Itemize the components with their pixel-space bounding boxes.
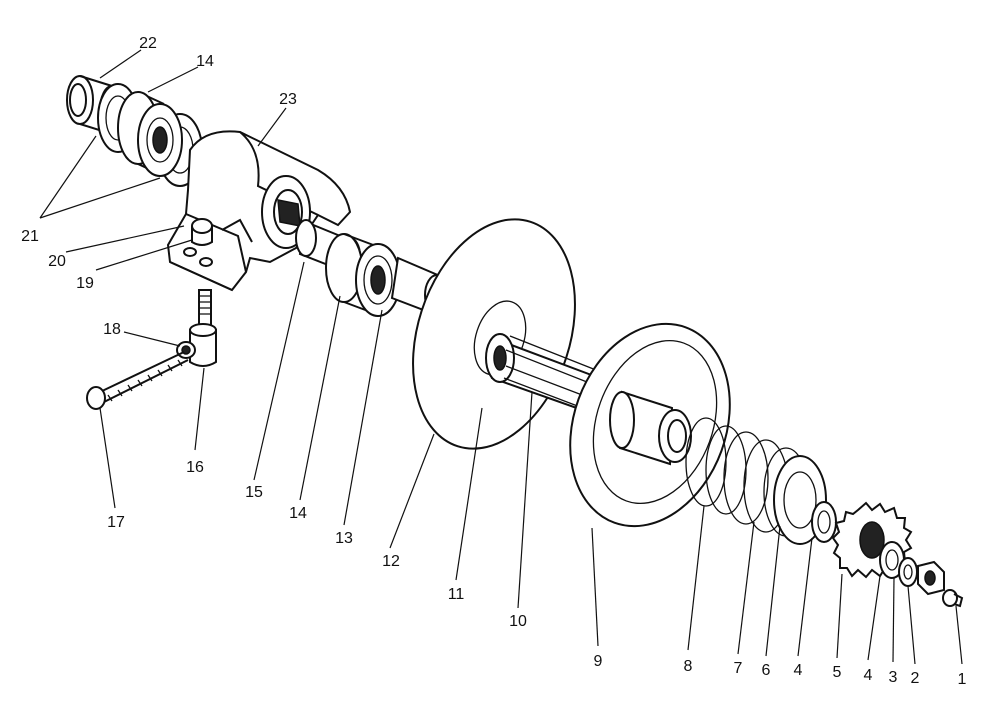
label-23: 23	[279, 91, 297, 108]
part-6-washer	[811, 501, 837, 543]
leader-lines	[39, 49, 963, 665]
label-13: 13	[335, 530, 353, 547]
label-20: 20	[48, 253, 66, 270]
part-18-nut	[176, 341, 196, 359]
label-6: 6	[762, 662, 771, 679]
label-5: 5	[833, 664, 842, 681]
part-9-movable-sheave	[569, 322, 731, 528]
label-2: 2	[911, 670, 920, 687]
label-1: 1	[958, 671, 967, 688]
part-14-bearing-top	[117, 91, 183, 177]
label-19: 19	[76, 275, 94, 292]
label-17: 17	[107, 514, 125, 531]
label-14-top: 14	[196, 53, 214, 70]
label-10: 10	[509, 613, 527, 630]
label-22: 22	[139, 35, 157, 52]
part-1-cap-screw	[942, 589, 964, 608]
part-16-pin	[189, 289, 217, 367]
part-14-bearing-bottom	[325, 233, 401, 317]
part-17-bolt	[86, 351, 189, 410]
label-8: 8	[684, 658, 693, 675]
label-12: 12	[382, 553, 400, 570]
label-3: 3	[889, 669, 898, 686]
label-11: 11	[448, 586, 465, 603]
label-14-bottom: 14	[289, 505, 307, 522]
label-4-b: 4	[864, 667, 873, 684]
label-15: 15	[245, 484, 263, 501]
part-3-washer	[898, 557, 918, 587]
label-21: 21	[21, 228, 39, 245]
label-7: 7	[734, 660, 743, 677]
label-4-a: 4	[794, 662, 803, 679]
part-23-housing	[166, 130, 352, 292]
part-2-nut	[917, 560, 945, 596]
label-18: 18	[103, 321, 121, 338]
label-16: 16	[186, 459, 204, 476]
label-9: 9	[594, 653, 603, 670]
part-12-sheave-disc	[412, 218, 576, 450]
callout-labels: 22 14 23 21 20 19 18 16 17 15 14 13 12 1…	[21, 35, 966, 688]
